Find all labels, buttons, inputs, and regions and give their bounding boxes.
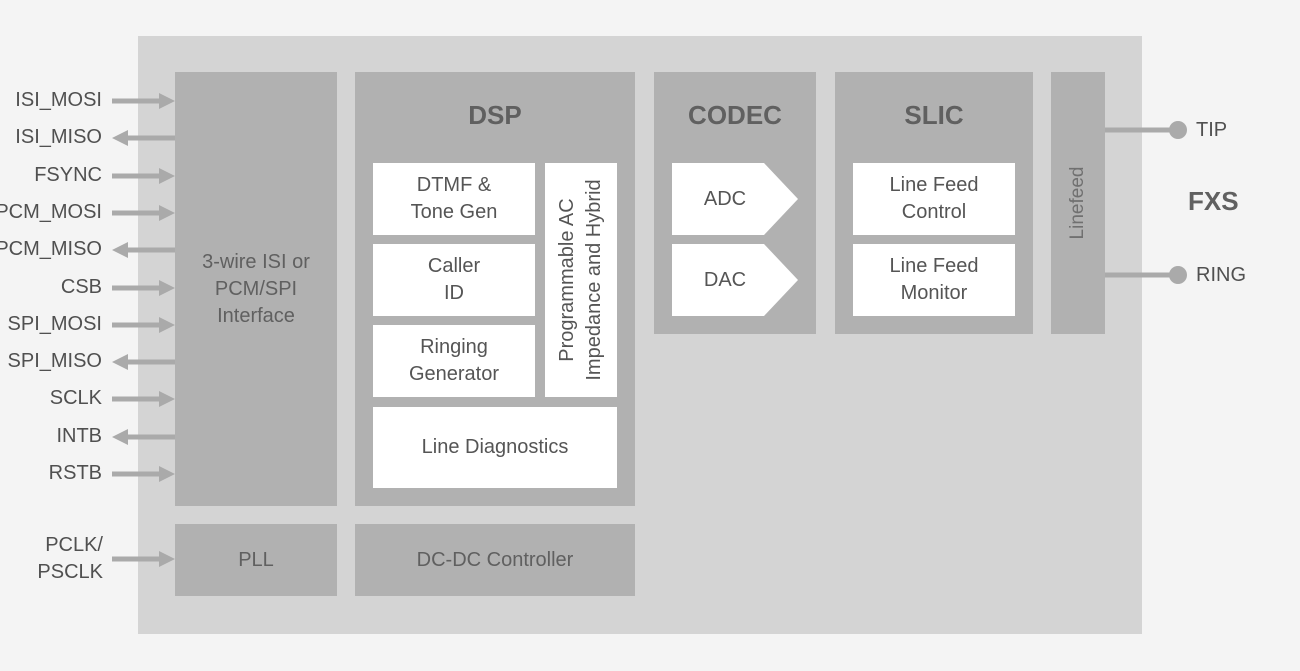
interface-block: 3-wire ISI or PCM/SPI Interface (175, 72, 337, 506)
caller-id-block: Caller ID (373, 244, 535, 316)
programmable-ac-block (545, 163, 617, 397)
dsp-title: DSP (468, 100, 522, 130)
fxs-label: FXS (1188, 186, 1239, 216)
pin-label-spi-miso: SPI_MISO (7, 350, 102, 372)
pin-arrow-sclk (112, 391, 175, 407)
adc-label: ADC (703, 187, 747, 210)
pll-label: PLL (238, 548, 274, 571)
pin-arrow-fsync (112, 168, 175, 184)
ringing-generator-block: Ringing Generator (373, 325, 535, 397)
slic-title: SLIC (904, 100, 964, 130)
dcdc-block: DC-DC Controller (355, 524, 635, 596)
pin-label-rstb: RSTB (48, 462, 102, 484)
pin-label-fsync: FSYNC (34, 164, 102, 186)
pll-block: PLL (175, 524, 337, 596)
line-diagnostics-block: Line Diagnostics (373, 407, 617, 488)
pin-arrow-pclk (112, 551, 175, 567)
pin-arrow-pcm-miso (112, 242, 175, 258)
pin-arrow-csb (112, 280, 175, 296)
ringing-generator-label: Ringing Generator (408, 336, 500, 385)
codec-title: CODEC (688, 100, 782, 130)
line-feed-control-block: Line Feed Control (853, 163, 1015, 235)
dcdc-label: DC-DC Controller (416, 548, 574, 571)
pin-arrow-isi-mosi (112, 93, 175, 109)
line-feed-monitor-block: Line Feed Monitor (853, 244, 1015, 316)
pin-arrow-pcm-mosi (112, 205, 175, 221)
pin-label-pcm-miso: PCM_MISO (0, 238, 102, 260)
ring-label: RING (1196, 264, 1246, 286)
pin-arrow-spi-mosi (112, 317, 175, 333)
pin-label-sclk: SCLK (49, 387, 102, 409)
dac-label: DAC (703, 268, 747, 291)
caller-id-label: Caller ID (427, 255, 481, 304)
line-feed-monitor-label: Line Feed Monitor (889, 255, 979, 304)
pin-label-pcm-mosi: PCM_MOSI (0, 201, 102, 223)
tip-label: TIP (1196, 119, 1228, 141)
pin-arrow-rstb (112, 466, 175, 482)
interface-label: 3-wire ISI or PCM/SPI Interface (202, 250, 310, 327)
line-feed-control-label: Line Feed Control (889, 174, 979, 223)
pin-arrow-isi-miso (112, 130, 175, 146)
pin-label-csb: CSB (60, 276, 102, 298)
pin-label-intb: INTB (56, 425, 102, 447)
pclk-label: PCLK/ PSCLK (37, 534, 103, 583)
dtmf-label: DTMF & Tone Gen (410, 174, 498, 223)
line-diagnostics-label: Line Diagnostics (421, 436, 569, 458)
pin-label-isi-mosi: ISI_MOSI (15, 89, 102, 111)
dtmf-block: DTMF & Tone Gen (373, 163, 535, 235)
dac-arrow-shape (672, 244, 798, 316)
pin-label-spi-mosi: SPI_MOSI (7, 313, 102, 335)
linefeed-block (1051, 72, 1105, 334)
pin-arrow-spi-miso (112, 354, 175, 370)
pin-label-isi-miso: ISI_MISO (15, 126, 102, 148)
adc-arrow-shape (672, 163, 798, 235)
pin-arrow-intb (112, 429, 175, 445)
